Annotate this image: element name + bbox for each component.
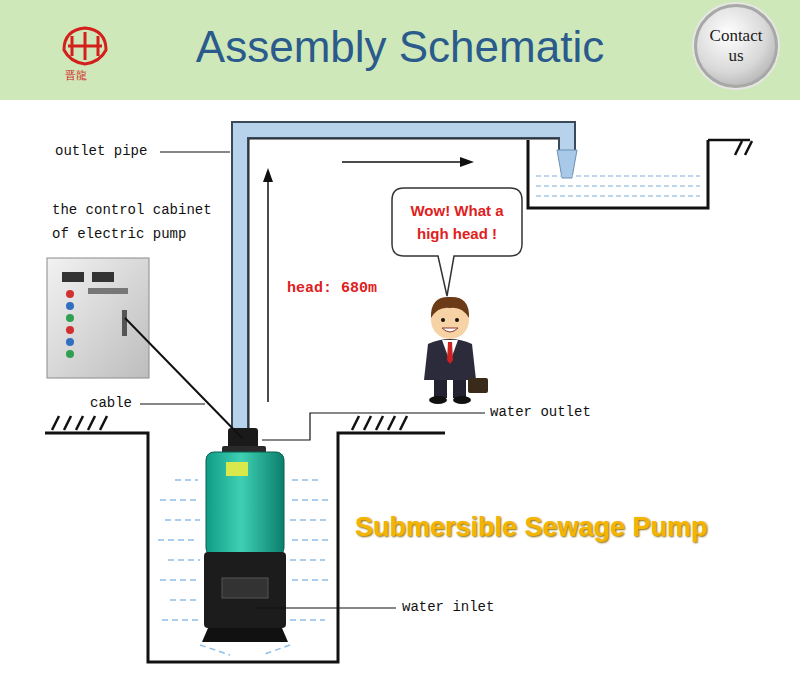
outlet-pipe-fill [240, 130, 567, 436]
outlet-pipe [240, 130, 567, 434]
button-text: Contact us [707, 26, 765, 67]
leader-line [160, 151, 230, 152]
pit-wall [45, 433, 445, 662]
speech-bubble: Wow! What a high head ! [392, 188, 522, 256]
pipe-nozzle [557, 150, 577, 178]
cartoon-man [424, 297, 488, 404]
ground-hatch [52, 416, 407, 430]
product-name: Submersible Sewage Pump [355, 512, 708, 543]
tank-water [536, 176, 700, 196]
header-band [0, 0, 800, 100]
tank-wall [528, 140, 708, 208]
page-title: Assembly Schematic [150, 22, 650, 72]
leader-line [262, 413, 485, 440]
pipe-inner-line [249, 139, 558, 432]
logo [64, 28, 106, 64]
logo-text: 晋龍 [65, 68, 87, 83]
bubble-outline [392, 188, 522, 256]
part-label: water outlet [490, 404, 591, 420]
cable [125, 318, 242, 438]
bubble-shape [392, 188, 522, 296]
submersible-pump [202, 428, 288, 642]
control-cabinet [47, 258, 149, 378]
part-label: the control cabinet of electric pump [52, 198, 234, 246]
part-label: water inlet [402, 599, 494, 615]
leader-line [256, 607, 396, 608]
part-label: cable [90, 395, 132, 411]
head-label: head: 680m [287, 280, 377, 297]
bubble-text: Wow! What a high head ! [402, 199, 512, 246]
contact-button: Contact us [694, 4, 778, 88]
ground-hatch [708, 140, 752, 155]
leader-line [140, 403, 205, 404]
part-label: outlet pipe [55, 143, 147, 159]
